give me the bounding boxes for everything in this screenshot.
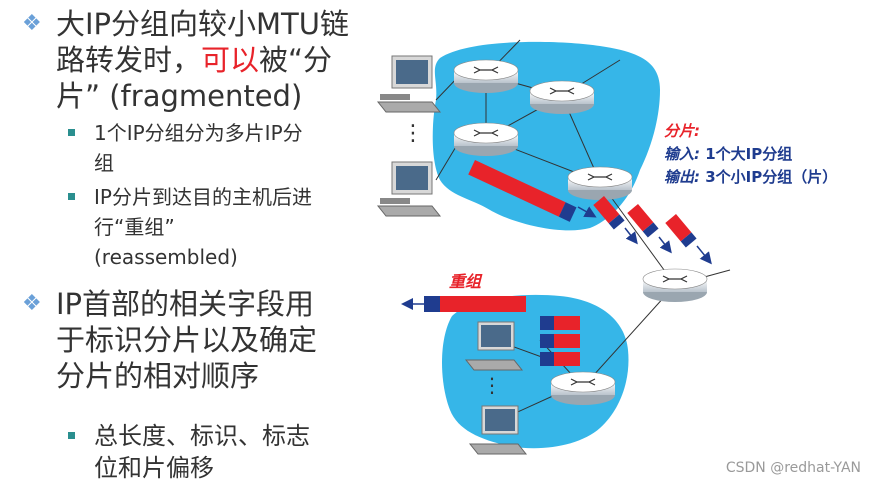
s1-line1: 1个IP分组分为多片IP分 [94,121,303,145]
computer-icon [468,405,528,455]
network-cloud-bottom [442,294,629,449]
router-icon [453,59,519,93]
s2-line1: IP分片到达目的主机后进 [94,185,312,209]
b1-line2b: 被“分 [259,43,333,77]
fragment-packet [627,204,659,238]
sub-bullet-split: 1个IP分组分为多片IP分 组 [68,118,303,178]
bullet-text: IP首部的相关字段用 于标识分片以及确定 分片的相对顺序 [56,286,317,394]
arrow [658,236,672,254]
router-icon [550,371,616,405]
output-label: 输出: [664,168,700,186]
fragment-packet [665,214,697,248]
watermark: CSDN @redhat-YAN [725,460,861,476]
large-packet [468,160,577,222]
arrow [624,227,638,245]
router-icon [453,122,519,156]
bullet-fragmentation: ❖ 大IP分组向较小MTU链 路转发时，可以被“分 片” (fragmented… [22,6,349,114]
sub-bullet-reassemble: IP分片到达目的主机后进 行“重组” (reassembled) [68,182,312,272]
computer-icon [464,321,524,371]
square-bullet-icon [68,129,75,136]
link [582,284,676,388]
fragmentation-output: 输出: 3个小IP分组（片） [664,166,837,187]
router-icon [642,268,708,302]
packet-payload [468,160,566,217]
b1-line2-red: 可以 [201,43,260,77]
b1-line2a: 路转发时， [56,43,202,77]
reassembled-packet [401,296,526,312]
fragment-stack [540,316,580,366]
s2-line3: (reassembled) [94,245,238,269]
s1-line2: 组 [94,151,114,175]
arrow [696,245,712,265]
sub-bullet-fields: 总长度、标识、标志 位和片偏移 [68,420,310,484]
ellipsis-icon: ⋮ [482,373,502,397]
reassembly-label: 重组 [449,272,482,291]
s2-line2: 行“重组” [94,215,175,239]
s3-line2: 位和片偏移 [94,454,214,482]
square-bullet-icon [68,193,75,200]
diamond-bullet-icon: ❖ [22,11,42,36]
bullet-header-fields: ❖ IP首部的相关字段用 于标识分片以及确定 分片的相对顺序 [22,286,317,394]
s3-line1: 总长度、标识、标志 [94,422,310,450]
sub-bullet-text: IP分片到达目的主机后进 行“重组” (reassembled) [94,182,312,272]
bullet-text: 大IP分组向较小MTU链 路转发时，可以被“分 片” (fragmented) [56,6,349,114]
router-icon [529,80,595,114]
diamond-bullet-icon: ❖ [22,291,42,316]
input-label: 输入: [664,145,700,163]
input-text: 1个大IP分组 [705,145,793,163]
computer-icon [376,161,442,217]
b2-line2: 于标识分片以及确定 [56,323,318,357]
fragmentation-input: 输入: 1个大IP分组 [664,143,792,164]
sub-bullet-text: 总长度、标识、标志 位和片偏移 [94,420,310,484]
router-icon [567,166,633,200]
b2-line3: 分片的相对顺序 [56,359,260,393]
square-bullet-icon [68,432,75,439]
b1-line1: 大IP分组向较小MTU链 [56,7,350,41]
sub-bullet-text: 1个IP分组分为多片IP分 组 [94,118,303,178]
b2-line1: IP首部的相关字段用 [56,287,315,321]
fragmentation-label: 分片: [664,122,700,140]
computer-icon [376,55,442,113]
fragment-packet [593,196,625,230]
ellipsis-icon: ⋮ [402,121,424,146]
packet-header [558,202,577,222]
b1-line3: 片” (fragmented) [56,79,303,113]
output-text: 3个小IP分组（片） [705,168,838,186]
arrow [577,206,597,218]
